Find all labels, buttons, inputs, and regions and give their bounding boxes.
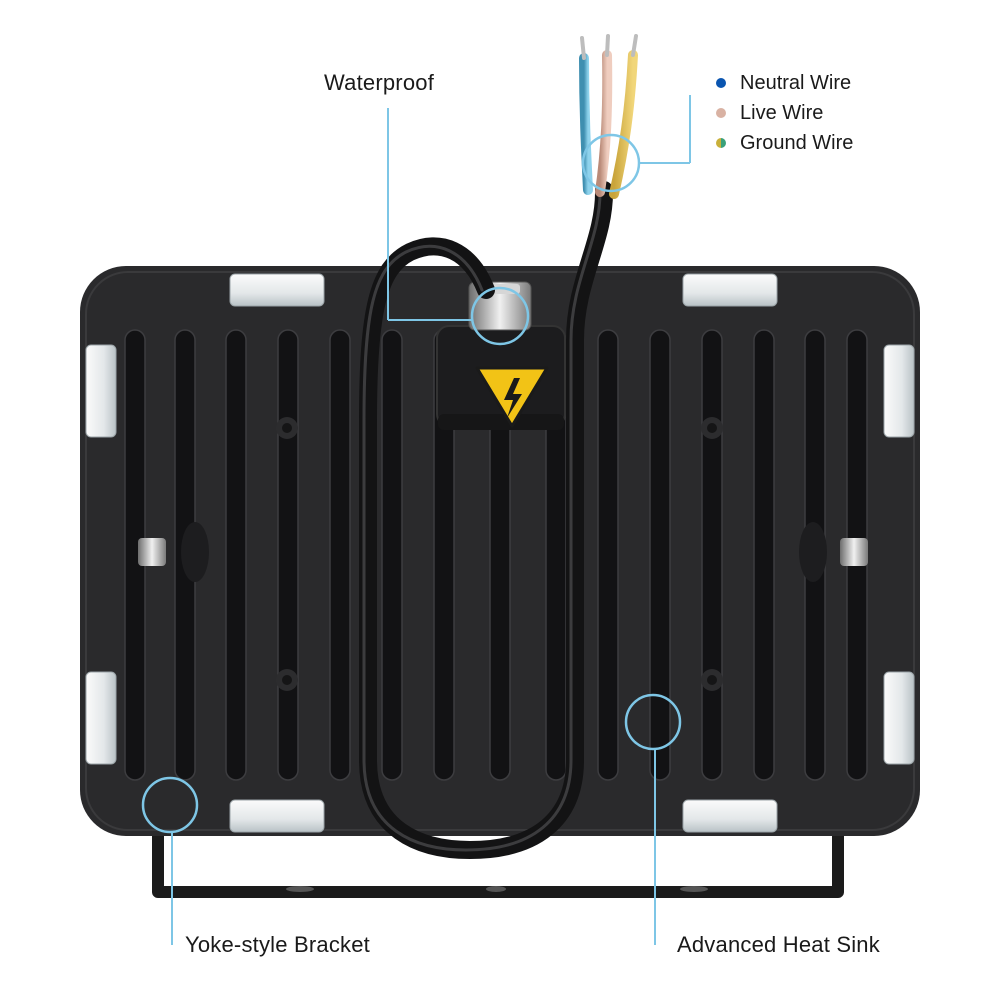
callout-yoke-bracket <box>141 776 199 945</box>
legend-item-neutral: Neutral Wire <box>716 68 853 98</box>
yoke-bracket-label: Yoke-style Bracket <box>185 932 370 957</box>
heat-sink-label: Advanced Heat Sink <box>677 932 880 957</box>
heat-sink-fin <box>753 329 775 781</box>
heat-sink-fin <box>277 329 299 781</box>
legend-label: Live Wire <box>740 101 824 124</box>
heat-sink-fin <box>701 329 723 781</box>
wires <box>579 34 638 199</box>
high-voltage-warning-icon <box>475 366 549 428</box>
heat-sink-fin <box>649 329 671 781</box>
neutral-wire-dot-icon <box>716 78 726 88</box>
legend-item-live: Live Wire <box>716 98 853 128</box>
heat-sink-fin <box>381 329 403 781</box>
ground-wire-dot-icon <box>716 138 726 148</box>
live-wire-dot-icon <box>716 108 726 118</box>
heat-sink-fins <box>124 329 868 781</box>
led-tabs <box>85 273 915 833</box>
bracket-pivot-right <box>799 522 868 582</box>
heat-sink-fin <box>597 329 619 781</box>
callout-waterproof <box>387 108 530 346</box>
heat-sink-fin <box>225 329 247 781</box>
callout-wires <box>581 95 691 193</box>
legend-label: Neutral Wire <box>740 71 852 94</box>
legend-label: Ground Wire <box>740 131 854 154</box>
wire-legend: Neutral Wire Live Wire Ground Wire <box>716 68 853 158</box>
power-cable <box>359 181 614 860</box>
waterproof-label: Waterproof <box>324 70 435 95</box>
screws <box>276 417 723 691</box>
callout-heat-sink <box>624 693 682 945</box>
bracket-pivot-left <box>138 522 209 582</box>
heat-sink-fin <box>329 329 351 781</box>
legend-item-ground: Ground Wire <box>716 128 853 158</box>
